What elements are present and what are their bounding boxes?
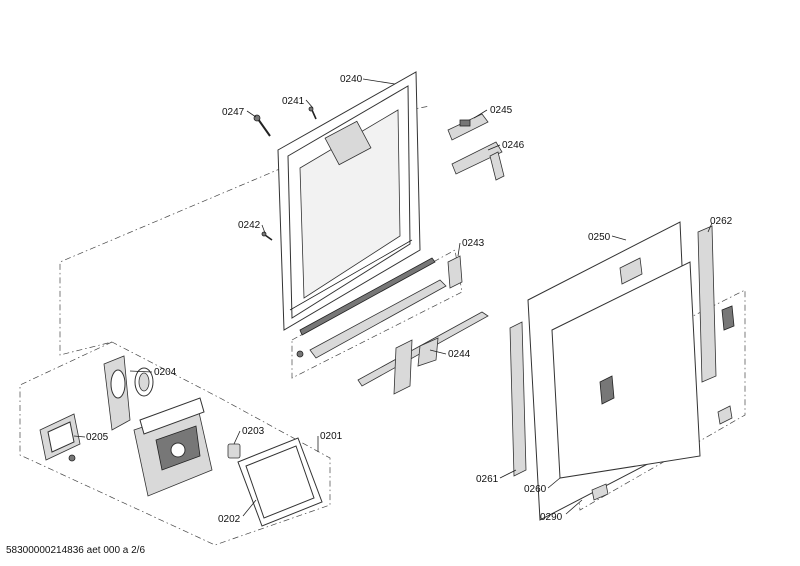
label-0247: 0247 [222,107,245,118]
side-strip-0262 [697,225,717,383]
seal-frame-0202 [237,437,323,527]
label-0241: 0241 [282,96,305,107]
screw-0247-icon [253,114,271,137]
inner-door-frame [277,71,421,331]
label-0244: 0244 [448,349,471,360]
label-0243: 0243 [462,238,485,249]
label-0203: 0203 [242,426,265,437]
outer-door-panel-0250 [527,221,701,521]
label-0260: 0260 [524,484,547,495]
label-0262: 0262 [710,216,733,227]
label-0201: 0201 [320,431,343,442]
label-0242: 0242 [238,220,261,231]
document-reference: 58300000214836 aet 000 a 2/6 [6,545,146,556]
assembly-outline-door [59,167,283,356]
assembly-outline-hinge [354,105,431,121]
leader-lines [73,78,713,517]
handle-cover-0204 [103,355,154,431]
rail-0244 [357,311,489,395]
lock-housing-0201 [133,397,213,497]
assembly-outline-decor-panel [564,289,746,511]
hinge-part-0245 [447,113,489,141]
label-0204: 0204 [154,367,177,378]
button-0203 [227,443,241,459]
rail-0243 [296,255,463,359]
screw-0242-icon [261,231,273,241]
assembly-outline-handle-panel [19,341,331,546]
label-0245: 0245 [490,105,513,116]
hinge-part-0246 [451,141,505,181]
decor-panel-0290-clips [591,305,735,501]
label-0240: 0240 [340,74,363,85]
label-0250: 0250 [588,232,611,243]
label-0290: 0290 [540,512,563,523]
label-0202: 0202 [218,514,241,525]
side-strip-0261 [509,321,527,477]
label-0246: 0246 [502,140,525,151]
screw-0241-icon [308,106,317,120]
label-0261: 0261 [476,474,499,485]
handle-bracket-0205 [39,413,81,462]
label-0205: 0205 [86,432,109,443]
